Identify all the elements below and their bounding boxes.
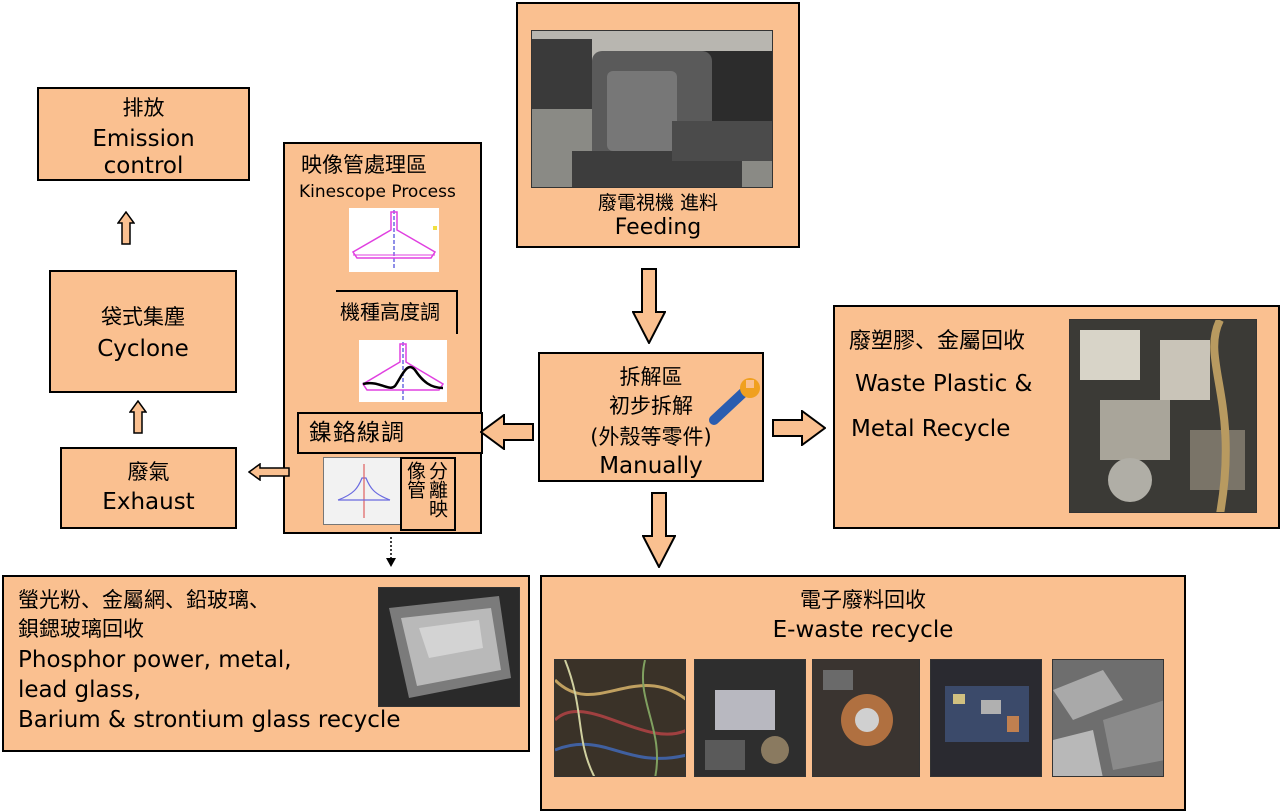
cyclone-en: Cyclone [97,336,189,362]
exhaust-box: 廢氣 Exhaust [60,447,237,529]
cyclone-box: 袋式集塵 Cyclone [49,270,237,393]
kinescope-zh: 映像管處理區 [301,153,427,177]
exhaust-en: Exhaust [102,489,195,515]
ewaste-photo-motor [812,659,920,777]
dismantle-zh1: 拆解區 [619,365,683,389]
tv-photo [531,30,773,188]
wrench-icon [709,378,760,425]
ewaste-zh: 電子廢料回收 [800,588,926,612]
emission-zh: 排放 [122,96,165,120]
ewaste-photo-board [930,659,1042,777]
arrow-exhaust-to-cyclone [129,400,147,434]
plastic-en2: Metal Recycle [851,416,1011,442]
dismantle-zh3: (外殼等零件) [590,425,712,449]
ewaste-photo-wires [554,659,686,777]
arrow-feeding-to-dismantle [632,268,666,344]
step-separate-label: 分離映像管 [404,461,448,518]
glass-photo [378,587,520,707]
tube-diagram-1 [349,208,439,272]
emission-en2: control [103,153,184,179]
glass-en1: Phosphor power, metal, [18,647,292,673]
plastic-en1: Waste Plastic & [855,371,1033,397]
feeding-label-zh: 廢電視機 進料 [597,192,719,214]
step-wire-adjust: 鎳鉻線調 [297,412,483,454]
arrow-cyclone-to-emission [117,211,135,245]
ewaste-photo-parts [694,659,806,777]
glass-zh2: 鋇鍶玻璃回收 [18,617,144,641]
tube-diagram-2 [359,340,447,402]
arrow-dismantle-to-plastic [772,410,826,446]
tube-diagram-3 [323,457,403,525]
dismantle-en: Manually [599,453,703,479]
cyclone-zh: 袋式集塵 [101,305,185,329]
dismantle-box: 拆解區 初步拆解 (外殼等零件) Manually [538,352,764,482]
plastic-box: 廢塑膠、金屬回收 Waste Plastic & Metal Recycle [833,305,1280,529]
ewaste-photo-glass [1052,659,1164,777]
step-height-adjust: 機種高度調 [336,290,458,334]
step-wire-label: 鎳鉻線調 [309,420,405,446]
kinescope-en: Kinescope Process [299,182,456,202]
arrow-dismantle-to-kinescope [480,414,534,450]
plastic-photo [1069,319,1257,513]
ewaste-en: E-waste recycle [772,617,954,643]
kinescope-box: 映像管處理區 Kinescope Process 機種高度調 鎳鉻線調 分離映像… [283,142,483,534]
plastic-zh: 廢塑膠、金屬回收 [849,329,1026,354]
ewaste-box: 電子廢料回收 E-waste recycle [540,575,1186,811]
glass-en2: lead glass, [18,677,141,703]
emission-en1: Emission [92,126,195,152]
emission-box: 排放 Emission control [37,87,250,181]
arrow-dismantle-to-ewaste [642,492,676,568]
glass-zh1: 螢光粉、金屬網、鉛玻璃、 [18,588,270,612]
glass-en3: Barium & strontium glass recycle [18,707,401,733]
glass-box: 螢光粉、金屬網、鉛玻璃、 鋇鍶玻璃回收 Phosphor power, meta… [2,575,530,752]
arrow-kinescope-to-exhaust [248,463,290,481]
step-separate: 分離映像管 [400,457,456,531]
dismantle-zh2: 初步拆解 [609,394,693,418]
feeding-label-en: Feeding [614,215,702,240]
feeding-box: 廢電視機 進料 Feeding [516,2,800,248]
step-height-label: 機種高度調 [340,300,440,324]
exhaust-zh: 廢氣 [127,460,170,484]
arrow-kinescope-to-glass [386,537,396,567]
